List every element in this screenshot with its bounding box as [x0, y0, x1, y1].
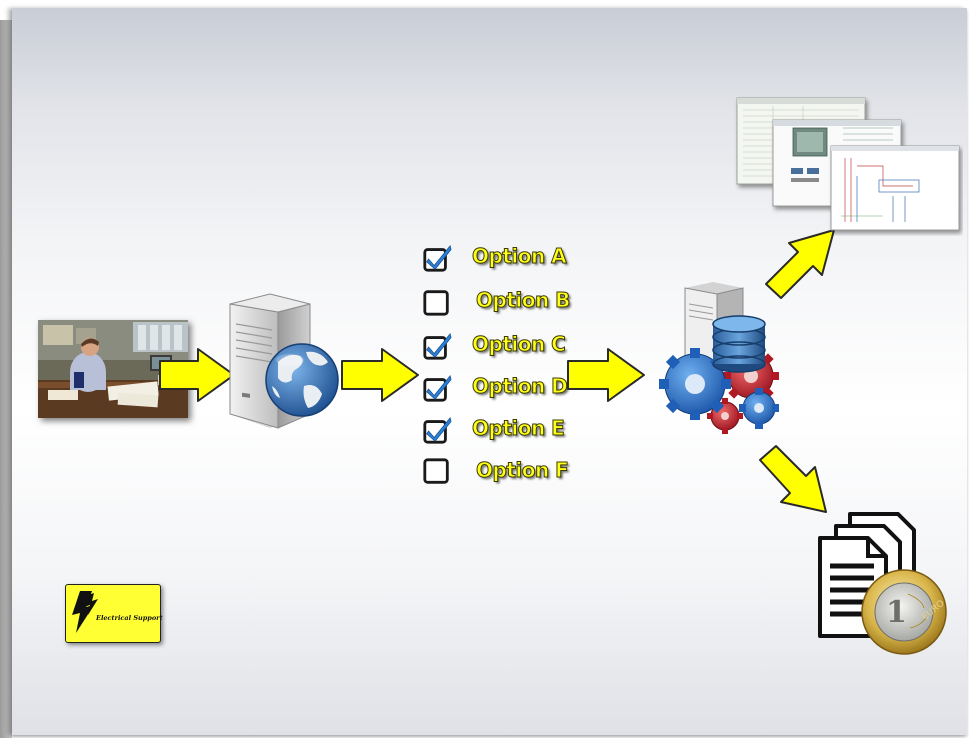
left-edge-bar — [0, 20, 12, 738]
option-row-f[interactable]: Option F — [422, 456, 569, 488]
arrow-options-to-processing — [567, 348, 645, 402]
option-label: Option C — [471, 332, 566, 357]
option-label: Option F — [475, 458, 569, 483]
option-label: Option D — [471, 374, 568, 399]
option-label: Option B — [476, 288, 571, 313]
documents-icon: 1 EURO — [818, 512, 947, 655]
database-icon — [712, 315, 766, 373]
database-server-icon — [659, 282, 779, 434]
checkbox-unchecked-icon[interactable] — [422, 457, 452, 487]
option-row-e[interactable]: Option E — [422, 414, 565, 446]
option-row-b[interactable]: Option B — [422, 286, 571, 318]
options-list: Option A Option B Option C Option D Opti… — [422, 242, 582, 492]
lightning-logo-icon — [72, 591, 98, 633]
option-label: Option E — [471, 416, 565, 441]
electrical-support-logo: Electrical Support — [65, 584, 163, 643]
option-row-a[interactable]: Option A — [422, 242, 567, 274]
arrow-to-screenshots — [765, 229, 835, 299]
option-row-c[interactable]: Option C — [422, 330, 566, 362]
arrow-server-to-options — [341, 348, 419, 402]
arrow-to-documents — [759, 445, 827, 513]
euro-coin-icon: 1 EURO — [861, 569, 947, 655]
checkbox-checked-icon[interactable] — [422, 373, 452, 403]
screenshots-icon — [736, 97, 960, 231]
web-server-icon — [229, 293, 339, 429]
option-row-d[interactable]: Option D — [422, 372, 568, 404]
option-label: Option A — [471, 244, 567, 269]
checkbox-checked-icon[interactable] — [422, 331, 452, 361]
checkbox-checked-icon[interactable] — [422, 415, 452, 445]
logo-text: Electrical Support — [96, 614, 163, 622]
arrow-photo-to-server — [159, 348, 235, 402]
coin-value: 1 — [886, 595, 907, 630]
checkbox-checked-icon[interactable] — [422, 243, 452, 273]
checkbox-unchecked-icon[interactable] — [422, 287, 452, 317]
